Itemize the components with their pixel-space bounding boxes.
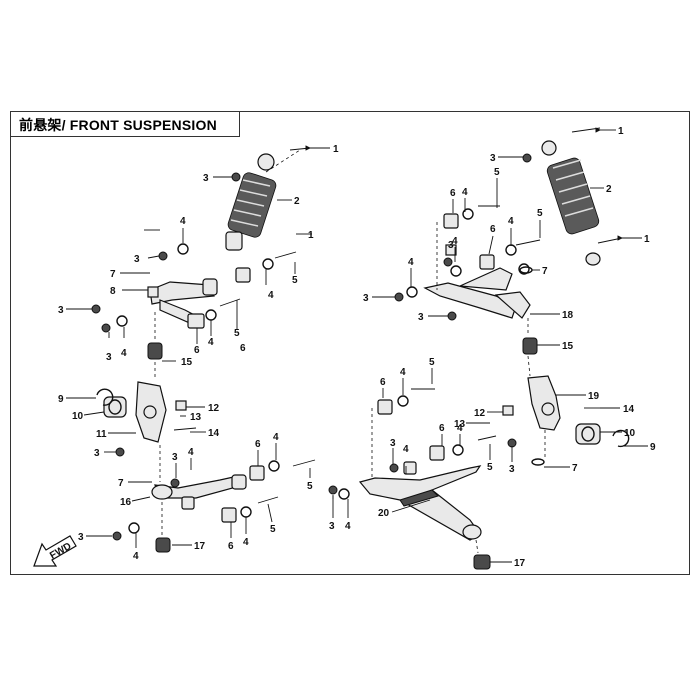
callout-4: 4 — [133, 551, 139, 562]
right-knuckle — [502, 375, 561, 431]
callout-1: 1 — [644, 234, 650, 245]
right-shock-absorber — [541, 140, 601, 266]
callout-7: 7 — [118, 478, 124, 489]
callout-1: 1 — [618, 126, 624, 137]
callout-4: 4 — [180, 216, 186, 227]
fwd-label: FWD — [48, 541, 73, 562]
forward-direction-arrow: FWD — [33, 535, 77, 567]
left-upper-a-arm — [149, 278, 218, 325]
callout-4: 4 — [188, 447, 194, 458]
callout-6: 6 — [194, 345, 200, 356]
callout-3: 3 — [363, 293, 369, 304]
callout-6: 6 — [490, 224, 496, 235]
callout-4: 4 — [208, 337, 214, 348]
callout-17: 17 — [514, 558, 526, 569]
callout-14: 14 — [208, 428, 220, 439]
right-bolts — [411, 127, 623, 441]
callout-4: 4 — [345, 521, 351, 532]
callout-5: 5 — [487, 462, 493, 473]
callout-10: 10 — [72, 411, 84, 422]
callout-6: 6 — [255, 439, 261, 450]
callout-15: 15 — [181, 357, 193, 368]
callout-4: 4 — [273, 432, 279, 443]
callout-17: 17 — [194, 541, 206, 552]
callout-4: 4 — [268, 290, 274, 301]
callout-18: 18 — [562, 310, 574, 321]
callout-3: 3 — [58, 305, 64, 316]
callout-4: 4 — [243, 537, 249, 548]
callout-5: 5 — [494, 167, 500, 178]
callout-6: 6 — [439, 423, 445, 434]
callout-6: 6 — [450, 188, 456, 199]
callout-5: 5 — [537, 208, 543, 219]
right-bushings — [406, 208, 538, 355]
callout-15: 15 — [562, 341, 574, 352]
callout-labels: 1 2 3 4 1 3 7 8 3 3 4 15 4 5 5 6 4 6 9 1… — [58, 126, 656, 569]
left-shock-absorber — [225, 153, 277, 251]
callout-5: 5 — [307, 481, 313, 492]
callout-9: 9 — [650, 442, 656, 453]
callout-5: 5 — [292, 275, 298, 286]
callout-9: 9 — [58, 394, 64, 405]
callout-5: 5 — [270, 524, 276, 535]
callout-1: 1 — [333, 144, 339, 155]
callout-8: 8 — [110, 286, 116, 297]
callout-3: 3 — [329, 521, 335, 532]
right-upper-a-arm — [423, 267, 531, 319]
callout-6: 6 — [240, 343, 246, 354]
callout-3: 3 — [418, 312, 424, 323]
callout-7: 7 — [572, 463, 578, 474]
callout-20: 20 — [378, 508, 390, 519]
callout-4: 4 — [400, 367, 406, 378]
callout-3: 3 — [490, 153, 496, 164]
title-box: 前悬架/ FRONT SUSPENSION — [10, 111, 240, 137]
callout-3: 3 — [94, 448, 100, 459]
left-knuckle — [135, 381, 167, 443]
callout-4: 4 — [508, 216, 514, 227]
callout-14: 14 — [623, 404, 635, 415]
callout-2: 2 — [606, 184, 612, 195]
left-ball-joint-upper — [147, 342, 163, 360]
callout-3: 3 — [509, 464, 515, 475]
callout-4: 4 — [408, 257, 414, 268]
callout-3: 3 — [203, 173, 209, 184]
callout-4: 4 — [457, 423, 463, 434]
callout-4: 4 — [121, 348, 127, 359]
callout-3: 3 — [448, 240, 454, 251]
left-lower-a-arm — [128, 460, 280, 553]
callout-7: 7 — [542, 266, 548, 277]
callout-3: 3 — [134, 254, 140, 265]
left-dashed-guides — [154, 149, 301, 535]
callout-6: 6 — [228, 541, 234, 552]
callout-12: 12 — [474, 408, 486, 419]
callout-7: 7 — [110, 269, 116, 280]
callout-3: 3 — [78, 532, 84, 543]
callout-5: 5 — [234, 328, 240, 339]
callout-13: 13 — [190, 412, 202, 423]
callout-3: 3 — [172, 452, 178, 463]
callout-4: 4 — [452, 236, 458, 247]
callout-13: 13 — [454, 419, 466, 430]
left-bushings — [116, 243, 274, 329]
diagram-frame — [10, 111, 690, 575]
callout-19: 19 — [588, 391, 600, 402]
callout-16: 16 — [120, 497, 132, 508]
callout-11: 11 — [96, 429, 107, 440]
callout-3: 3 — [106, 352, 112, 363]
right-hub-bearing — [575, 423, 630, 448]
left-hub-bearing — [96, 388, 187, 418]
callout-10: 10 — [624, 428, 636, 439]
callout-1: 1 — [308, 230, 314, 241]
callout-12: 12 — [208, 403, 220, 414]
diagram-title: 前悬架/ FRONT SUSPENSION — [19, 117, 217, 133]
callout-leaders — [66, 127, 648, 563]
callout-4: 4 — [462, 187, 468, 198]
callout-6: 6 — [380, 377, 386, 388]
callout-2: 2 — [294, 196, 300, 207]
right-nuts — [328, 153, 532, 495]
callout-3: 3 — [390, 438, 396, 449]
callout-5: 5 — [429, 357, 435, 368]
callout-4: 4 — [403, 444, 409, 455]
